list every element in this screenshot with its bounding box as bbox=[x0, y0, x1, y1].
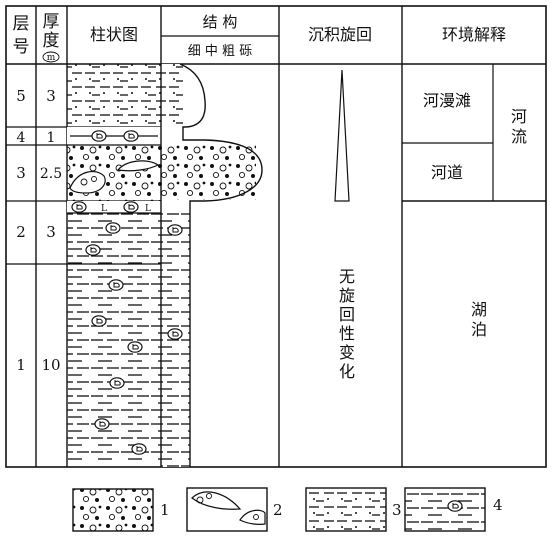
svg-text:3: 3 bbox=[16, 164, 26, 182]
svg-text:5: 5 bbox=[16, 87, 26, 105]
legend-item-silt: 3 bbox=[305, 487, 402, 532]
cycle-wedge-icon bbox=[334, 69, 350, 202]
svg-text:4: 4 bbox=[17, 130, 26, 146]
column-layer-5 bbox=[67, 64, 161, 127]
svg-text:m: m bbox=[47, 53, 56, 63]
legend-item-gravel: 1 bbox=[72, 488, 170, 532]
svg-text:3: 3 bbox=[46, 87, 56, 105]
lithologic-column: L L bbox=[67, 64, 161, 464]
svg-text:4: 4 bbox=[493, 496, 503, 514]
header-column: 柱状图 bbox=[90, 25, 138, 44]
svg-text:厚: 厚 bbox=[43, 12, 60, 32]
svg-text:3: 3 bbox=[392, 501, 402, 519]
layer-labels: 5 3 4 1 3 2.5 2 3 1 10 bbox=[16, 87, 62, 374]
legend-item-fossil-mud: 4 bbox=[404, 487, 503, 532]
svg-text:1: 1 bbox=[160, 501, 170, 519]
column-layers-1-2 bbox=[67, 213, 161, 464]
grain-size-profile bbox=[160, 63, 263, 467]
legend: 1 2 3 4 bbox=[72, 487, 503, 532]
lens-shape bbox=[69, 170, 106, 194]
header-structure: 结 构 bbox=[203, 13, 238, 31]
svg-text:L: L bbox=[101, 204, 107, 214]
header-thickness: 厚 度 m bbox=[43, 12, 60, 63]
svg-text:号: 号 bbox=[13, 37, 30, 57]
svg-text:度: 度 bbox=[43, 31, 60, 51]
svg-text:L: L bbox=[145, 204, 151, 214]
legend-item-lens: 2 bbox=[186, 487, 283, 532]
env-river: 河流 bbox=[511, 107, 527, 146]
svg-text:1: 1 bbox=[47, 130, 56, 146]
env-floodplain: 河漫滩 bbox=[423, 91, 471, 110]
svg-text:3: 3 bbox=[46, 223, 56, 241]
header-structure-grades: 细 中 粗 砾 bbox=[188, 44, 252, 59]
svg-text:河流: 河流 bbox=[511, 107, 527, 146]
svg-text:2.5: 2.5 bbox=[40, 166, 62, 182]
table-frame bbox=[5, 5, 547, 468]
svg-text:10: 10 bbox=[41, 356, 60, 374]
svg-text:1: 1 bbox=[16, 356, 26, 374]
header-environment: 环境解释 bbox=[442, 25, 506, 44]
header-cycle: 沉积旋回 bbox=[308, 25, 372, 44]
header-layer-number: 层 号 bbox=[13, 14, 30, 57]
svg-text:湖泊: 湖泊 bbox=[471, 300, 487, 339]
svg-text:层: 层 bbox=[13, 14, 30, 34]
env-lake: 湖泊 bbox=[471, 300, 487, 339]
svg-text:2: 2 bbox=[16, 223, 26, 241]
env-channel: 河道 bbox=[431, 163, 463, 182]
cycle-text: 无旋回性变化 bbox=[339, 267, 355, 381]
svg-text:无旋回性变化: 无旋回性变化 bbox=[339, 267, 355, 381]
svg-text:2: 2 bbox=[273, 501, 283, 519]
